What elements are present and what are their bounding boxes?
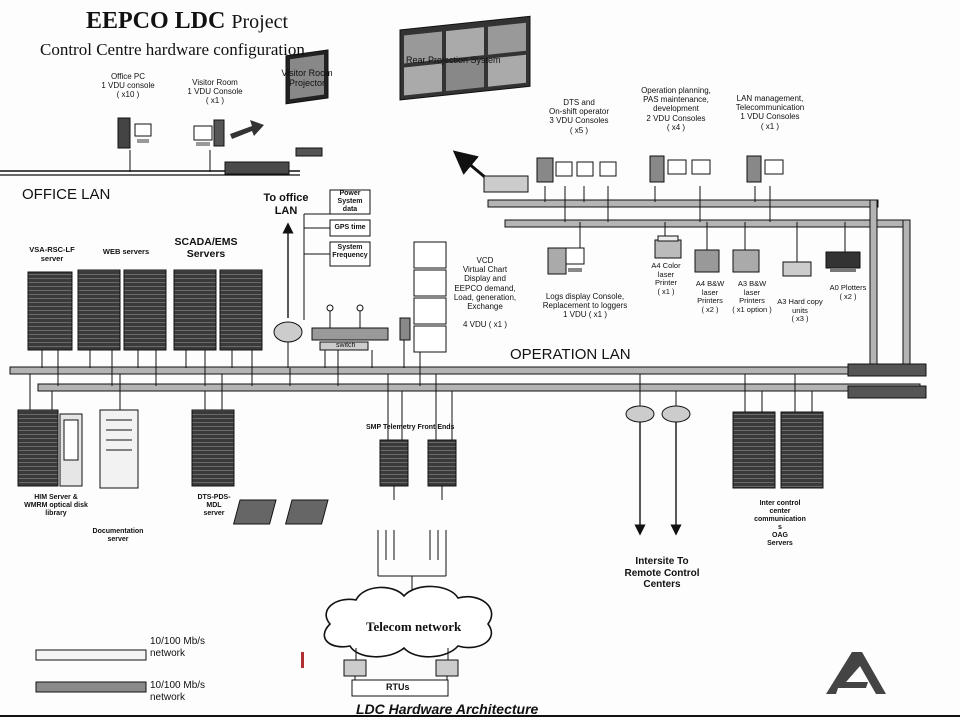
vcd-display-stack — [399, 241, 447, 353]
projector-beam-arrow — [452, 150, 487, 180]
operation-lan — [9, 340, 927, 440]
dts-console-icons — [536, 157, 617, 183]
console-bus — [487, 186, 911, 369]
subtitle: Control Centre hardware configuration — [40, 40, 305, 59]
front-ends-label: SMP Telemetry Front Ends — [366, 424, 455, 431]
upper-server-label-scada: SCADA/EMS Servers — [174, 236, 238, 261]
rear-projection-wall — [399, 15, 531, 101]
dts-console-label: DTS and On-shift operator 3 VDU Consoles… — [548, 98, 610, 135]
lower-server-label-him: HIM Server & WMRM optical disk library — [24, 494, 88, 518]
printer-label-a0-plotters: A0 Plotters ( x2 ) — [829, 283, 867, 301]
telecom-network-label: Telecom network — [366, 619, 462, 634]
logs-console-icon — [547, 247, 585, 275]
planning-console-label: Operation planning, PAS maintenance, dev… — [641, 86, 711, 132]
footer-caption: LDC Hardware Architecture — [356, 701, 539, 717]
sync-box-gps: GPS time — [334, 224, 366, 231]
office-pc-label: Office PC 1 VDU console ( x10 ) — [101, 72, 155, 100]
switch-device — [311, 304, 389, 351]
upper-server-towers — [27, 269, 263, 351]
rtus-box — [351, 679, 449, 697]
title-suffix: Project — [231, 11, 289, 33]
intersite-routers — [625, 405, 691, 536]
legend-swatch-dark — [35, 681, 147, 693]
lan-mgmt-console-icon — [746, 155, 784, 183]
visitor-console-label: Visitor Room 1 VDU Console ( x1 ) — [187, 78, 243, 106]
rtu-links — [343, 648, 459, 682]
logs-console-label: Logs display Console, Replacement to log… — [542, 292, 628, 320]
lower-server-label-documentation: Documentation server — [92, 528, 144, 544]
lower-server-label-intercontrol: Inter control center communication s OAG… — [754, 500, 806, 548]
office-lan-switch — [224, 161, 290, 175]
telecom-network-cloud — [323, 585, 493, 658]
projector-arrow — [230, 120, 264, 139]
sync-box-power: Power System data — [337, 190, 363, 214]
front-end-servers — [232, 439, 457, 525]
visitor-projector-icon — [285, 49, 329, 157]
upper-server-label-web: WEB servers — [102, 247, 150, 256]
to-office-lan-label: To office LAN — [263, 192, 309, 217]
operation-lan-switch-a — [847, 363, 927, 377]
operation-lan-switch-b — [847, 385, 927, 399]
office-lan — [0, 150, 300, 176]
planning-console-icons — [649, 155, 711, 183]
rear-projection-label: Rear Projection System — [406, 55, 501, 65]
title: EEPCO LDC Project — [86, 8, 288, 35]
visitor-projector-label: Visitor Room Projector — [281, 68, 333, 89]
rear-projector-unit — [483, 175, 529, 193]
red-mark — [301, 652, 304, 668]
vcd-label: VCD Virtual Chart Display and EEPCO dema… — [453, 256, 517, 330]
upper-server-label-vsa: VSA-RSC-LF server — [29, 245, 75, 263]
sync-box-frequency: System Frequency — [332, 244, 368, 260]
switch-label: switch — [336, 342, 356, 349]
company-logo-icon — [826, 652, 886, 694]
legend-label-light: 10/100 Mb/s network — [150, 636, 206, 659]
office-lan-label: OFFICE LAN — [22, 186, 111, 203]
sync-boxes — [303, 189, 371, 320]
visitor-console-icon — [193, 119, 225, 147]
legend-label-dark: 10/100 Mb/s network — [150, 680, 206, 703]
office-router-icon — [273, 222, 303, 343]
lower-server-towers — [17, 409, 824, 489]
legend-swatch-light — [35, 649, 147, 661]
lower-server-label-dts-pds: DTS-PDS- MDL server — [197, 494, 231, 518]
printer-label-a4-color: A4 Color laser Printer ( x1 ) — [651, 261, 681, 296]
rtus-label: RTUs — [386, 682, 410, 692]
lan-mgmt-console-label: LAN management, Telecommunication 1 VDU … — [735, 94, 805, 131]
printer-label-a4-bw: A4 B&W laser Printers ( x2 ) — [695, 279, 725, 314]
intersite-label: Intersite To Remote Control Centers — [624, 556, 700, 590]
operation-lan-label: OPERATION LAN — [510, 346, 631, 363]
title-main: EEPCO LDC — [86, 8, 226, 34]
printer-label-a3-bw: A3 B&W laser Printers ( x1 option ) — [732, 279, 772, 314]
printer-icons — [654, 235, 861, 277]
office-pc-icon — [117, 117, 152, 149]
printer-label-a3-hardcopy: A3 Hard copy units ( x3 ) — [777, 297, 823, 324]
